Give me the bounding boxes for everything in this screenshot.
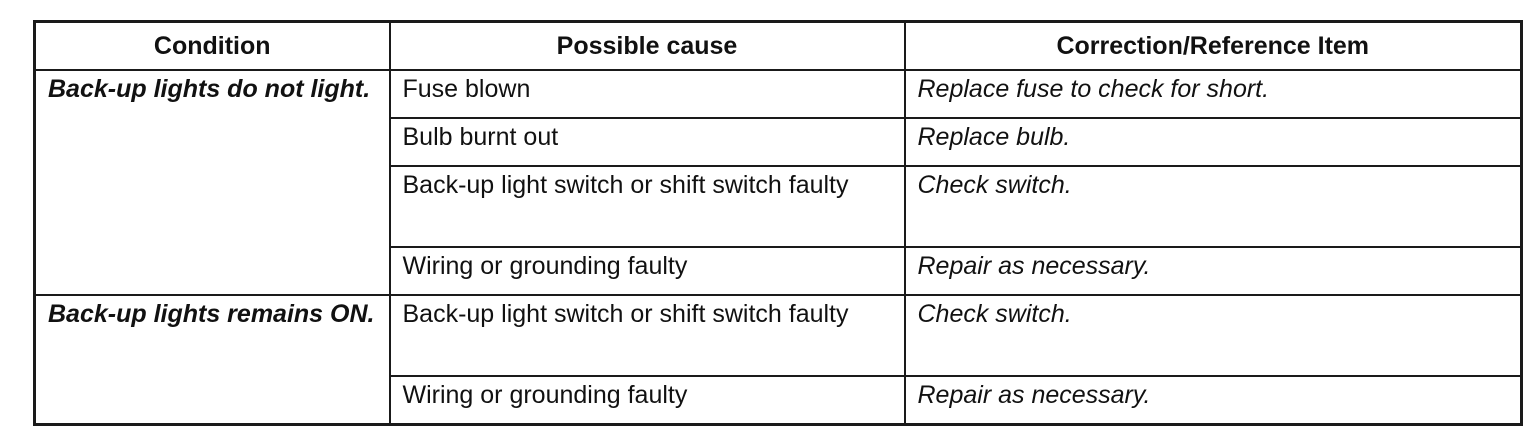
- correction-cell: Check switch.: [903, 165, 1523, 248]
- header-row: Condition Possible cause Correction/Refe…: [33, 20, 1523, 71]
- header-condition: Condition: [33, 20, 391, 71]
- condition-cell: Back-up lights remains ON.: [33, 294, 391, 426]
- table-row: Bulb burnt out Replace bulb.: [35, 117, 1523, 167]
- table-row: Back-up light switch or shift switch fau…: [35, 165, 1523, 248]
- correction-cell: Replace fuse to check for short.: [903, 69, 1523, 119]
- cause-cell: Back-up light switch or shift switch fau…: [388, 294, 906, 377]
- correction-cell: Repair as necessary.: [903, 375, 1523, 426]
- condition-cell: Back-up lights do not light.: [33, 69, 391, 296]
- cause-cell: Fuse blown: [388, 69, 906, 119]
- troubleshooting-table: Condition Possible cause Correction/Refe…: [33, 20, 1523, 426]
- cause-cell: Wiring or grounding faulty: [388, 246, 906, 296]
- correction-cell: Repair as necessary.: [903, 246, 1523, 296]
- header-possible-cause: Possible cause: [388, 20, 906, 71]
- table-row: Back-up lights do not light. Fuse blown …: [33, 69, 1523, 296]
- cause-cell: Back-up light switch or shift switch fau…: [388, 165, 906, 248]
- header-correction: Correction/Reference Item: [903, 20, 1523, 71]
- table-row: Wiring or grounding faulty Repair as nec…: [35, 375, 1523, 426]
- correction-cell: Check switch.: [903, 294, 1523, 377]
- table-row: Wiring or grounding faulty Repair as nec…: [35, 246, 1523, 296]
- cause-cell: Wiring or grounding faulty: [388, 375, 906, 426]
- table-row: Back-up lights remains ON. Back-up light…: [33, 294, 1523, 426]
- cause-cell: Bulb burnt out: [388, 117, 906, 167]
- correction-cell: Replace bulb.: [903, 117, 1523, 167]
